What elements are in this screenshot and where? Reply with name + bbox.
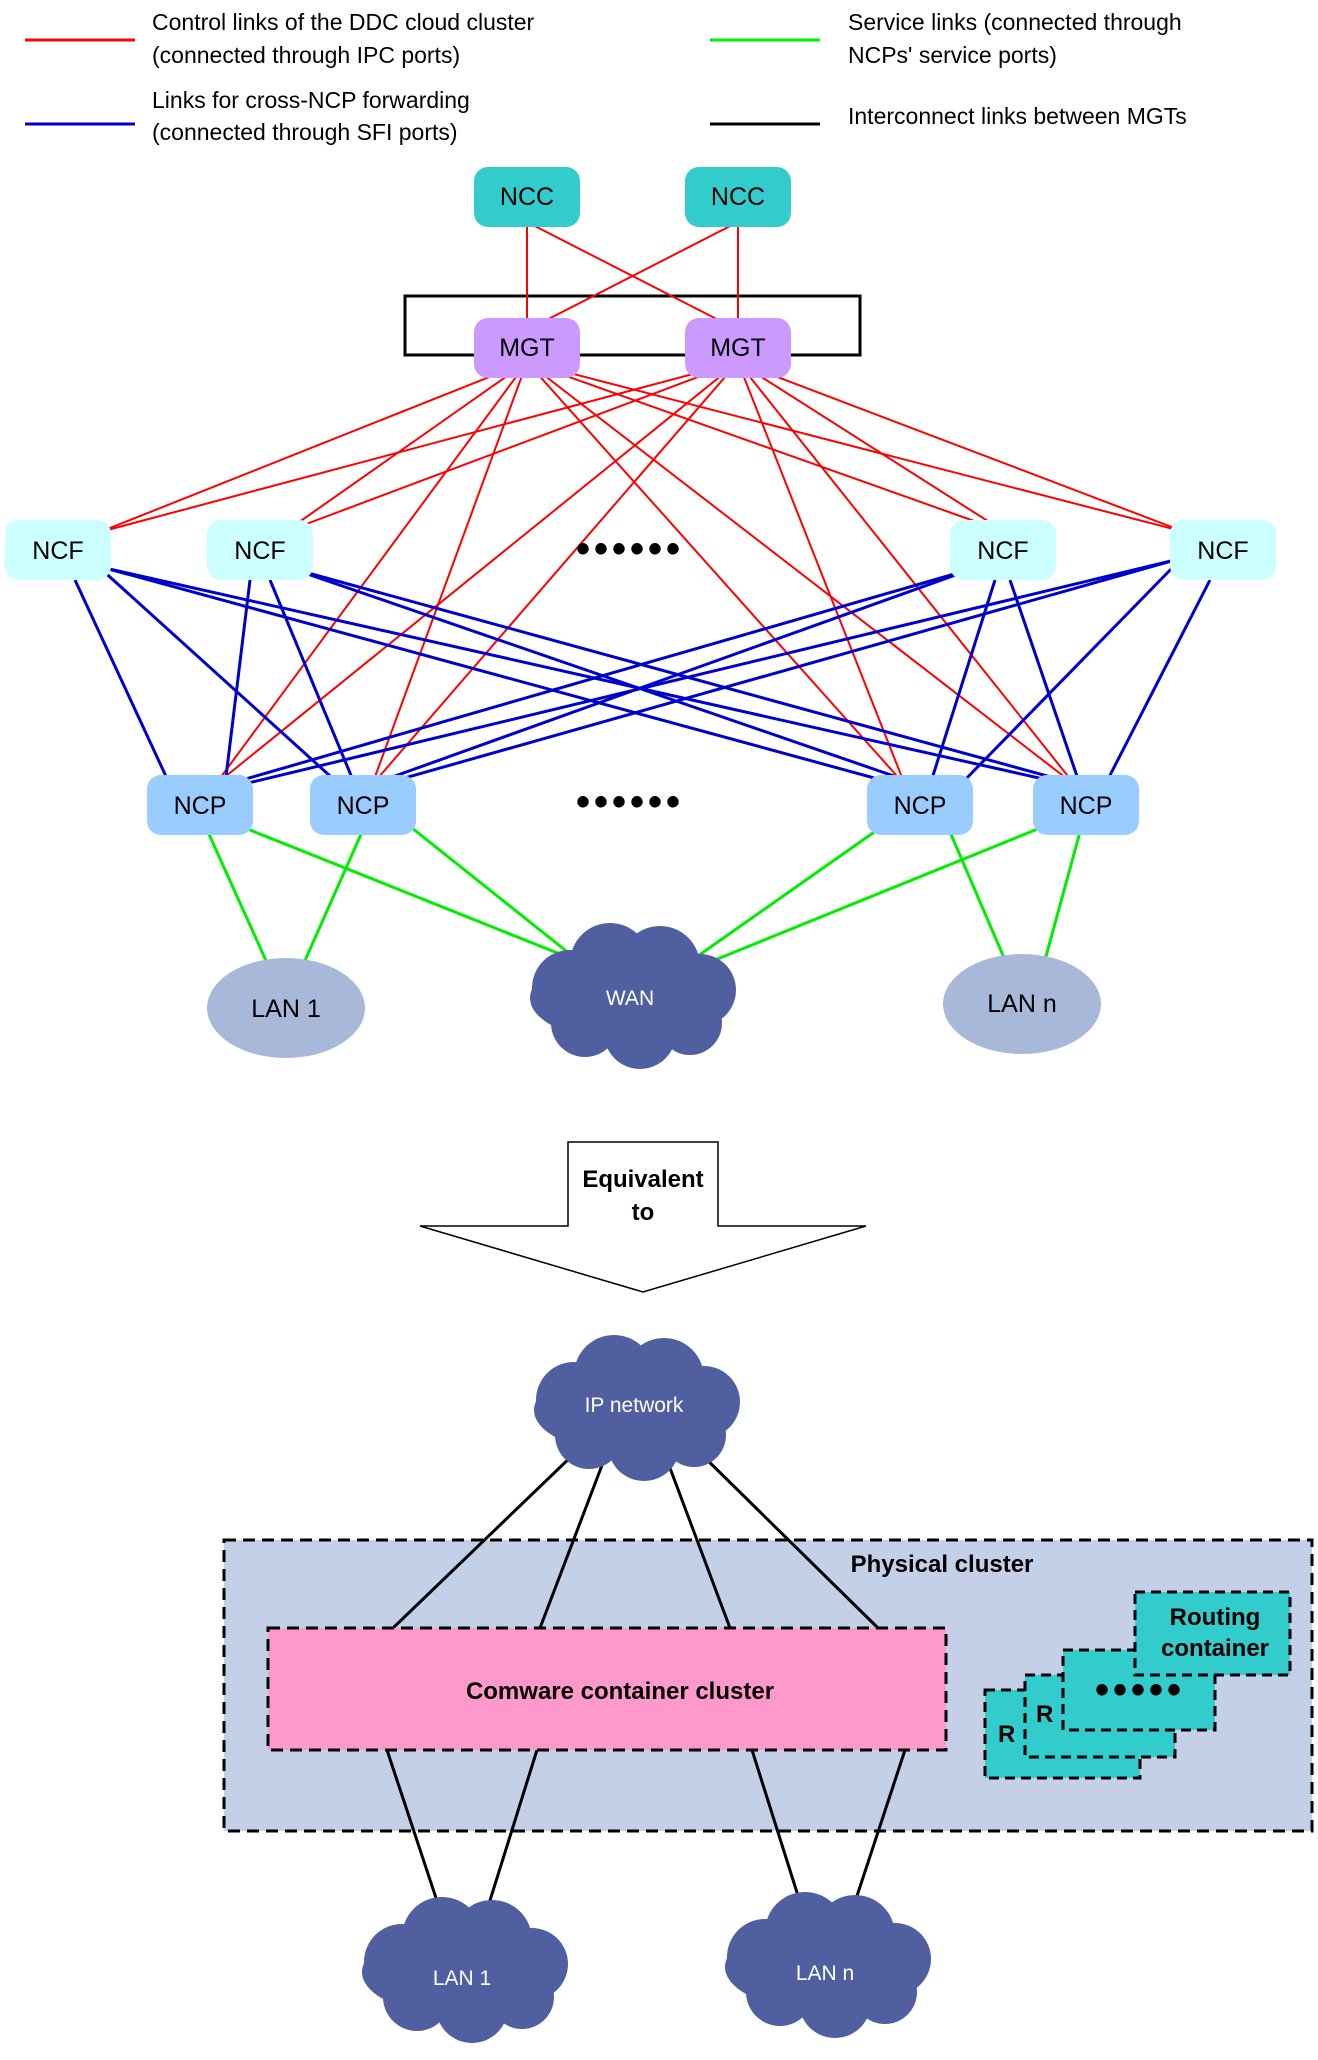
- top-links: [73, 221, 1212, 966]
- ncp-box: [310, 775, 416, 835]
- ncf-node[interactable]: NCF: [1170, 520, 1276, 580]
- service-links: [206, 826, 1082, 966]
- comware-box: [266, 1626, 948, 1752]
- lan-label: LAN 1: [251, 995, 320, 1023]
- ncp-node[interactable]: NCP: [147, 775, 253, 835]
- top-lan1[interactable]: LAN 1: [207, 958, 365, 1058]
- legend-label: (connected through SFI ports): [152, 119, 458, 145]
- routing-partial-label: R: [998, 1721, 1015, 1748]
- routing-box: [1133, 1590, 1292, 1677]
- physical-cluster-label: Physical cluster: [851, 1551, 1034, 1578]
- ncp-box: [1033, 775, 1139, 835]
- legend-label: Control links of the DDC cloud cluster: [152, 9, 535, 35]
- ip-network-cloud[interactable]: IP network: [534, 1335, 740, 1481]
- mgt-node[interactable]: MGT: [685, 318, 791, 378]
- ncp-label: NCP: [337, 792, 390, 820]
- control-links: [99, 221, 1186, 786]
- sfi-links: [73, 558, 1212, 787]
- arrow-label: Equivalent: [582, 1166, 703, 1193]
- comware-label: Comware container cluster: [466, 1678, 774, 1705]
- ncp-label: NCP: [1060, 792, 1113, 820]
- arrow-label: to: [632, 1199, 655, 1226]
- legend-label: NCPs' service ports): [848, 42, 1057, 68]
- mgt-label: MGT: [710, 334, 766, 362]
- routing-label: Routing: [1170, 1604, 1261, 1631]
- ncp-box: [147, 775, 253, 835]
- lan-ellipse: [943, 954, 1101, 1054]
- lan-label: LAN n: [987, 990, 1056, 1018]
- ncp-label: NCP: [894, 792, 947, 820]
- lan-label: LAN 1: [433, 1967, 491, 1990]
- ncp-label: NCP: [174, 792, 227, 820]
- lan-label: LAN n: [796, 1962, 854, 1985]
- mgt-box: [474, 318, 580, 378]
- ncp-ellipsis: ••••••: [576, 780, 684, 824]
- mgt-box: [685, 318, 791, 378]
- ncc-label: NCC: [711, 183, 765, 211]
- routing-label: container: [1161, 1635, 1269, 1662]
- down-arrow-icon: [419, 1141, 867, 1293]
- wan-label: WAN: [606, 987, 654, 1010]
- comware-container-cluster[interactable]: Comware container cluster: [266, 1626, 948, 1752]
- legend-item-mgt-links: Interconnect links between MGTs: [710, 103, 1187, 129]
- top-lann[interactable]: LAN n: [943, 954, 1101, 1054]
- ncf-label: NCF: [1197, 537, 1248, 565]
- legend-label: Links for cross-NCP forwarding: [152, 87, 470, 113]
- ncp-box: [867, 775, 973, 835]
- ncc-nodes: NCC NCC: [474, 167, 791, 227]
- mgt-label: MGT: [499, 334, 555, 362]
- ncc-node[interactable]: NCC: [685, 167, 791, 227]
- routing-container[interactable]: Routing container: [1133, 1590, 1292, 1677]
- ncp-node[interactable]: NCP: [1033, 775, 1139, 835]
- lan-ellipse: [207, 958, 365, 1058]
- legend: Control links of the DDC cloud cluster (…: [25, 9, 1187, 145]
- legend-label: (connected through IPC ports): [152, 42, 460, 68]
- ncf-box: [5, 520, 111, 580]
- legend-label: Service links (connected through: [848, 9, 1182, 35]
- mgt-node[interactable]: MGT: [474, 318, 580, 378]
- legend-item-control-links: Control links of the DDC cloud cluster (…: [25, 9, 535, 68]
- legend-label: Interconnect links between MGTs: [848, 103, 1187, 129]
- bottom-lann-cloud[interactable]: LAN n: [725, 1892, 931, 2038]
- ncf-box: [950, 520, 1056, 580]
- routing-containers: R R ••••• Routing container: [983, 1590, 1292, 1780]
- ncc-node[interactable]: NCC: [474, 167, 580, 227]
- ncf-box: [1170, 520, 1276, 580]
- ncf-nodes: NCF NCF NCF NCF: [5, 520, 1276, 580]
- ncf-node[interactable]: NCF: [950, 520, 1056, 580]
- ncc-label: NCC: [500, 183, 554, 211]
- ncf-label: NCF: [234, 537, 285, 565]
- legend-item-sfi-links: Links for cross-NCP forwarding (connecte…: [25, 87, 470, 145]
- ncf-label: NCF: [977, 537, 1028, 565]
- ncf-ellipsis: ••••••: [576, 527, 684, 571]
- ncp-node[interactable]: NCP: [867, 775, 973, 835]
- equivalent-arrow: Equivalent to: [419, 1141, 867, 1293]
- ncc-box: [474, 167, 580, 227]
- ncc-box: [685, 167, 791, 227]
- top-wan-cloud[interactable]: WAN: [530, 923, 736, 1069]
- mgt-nodes: MGT MGT: [474, 318, 791, 378]
- ip-network-label: IP network: [585, 1394, 684, 1417]
- ncf-node[interactable]: NCF: [207, 520, 313, 580]
- bottom-lan1-cloud[interactable]: LAN 1: [362, 1897, 568, 2043]
- ip-links: [391, 1448, 880, 1630]
- routing-partial-label: R: [1036, 1701, 1053, 1728]
- legend-item-service-links: Service links (connected through NCPs' s…: [710, 9, 1182, 68]
- lan-links: [385, 1749, 907, 1911]
- ncf-box: [207, 520, 313, 580]
- ncf-node[interactable]: NCF: [5, 520, 111, 580]
- ncp-node[interactable]: NCP: [310, 775, 416, 835]
- mgt-interconnect-box: [403, 294, 862, 357]
- ncf-label: NCF: [32, 537, 83, 565]
- ncp-nodes: NCP NCP NCP NCP: [147, 775, 1139, 835]
